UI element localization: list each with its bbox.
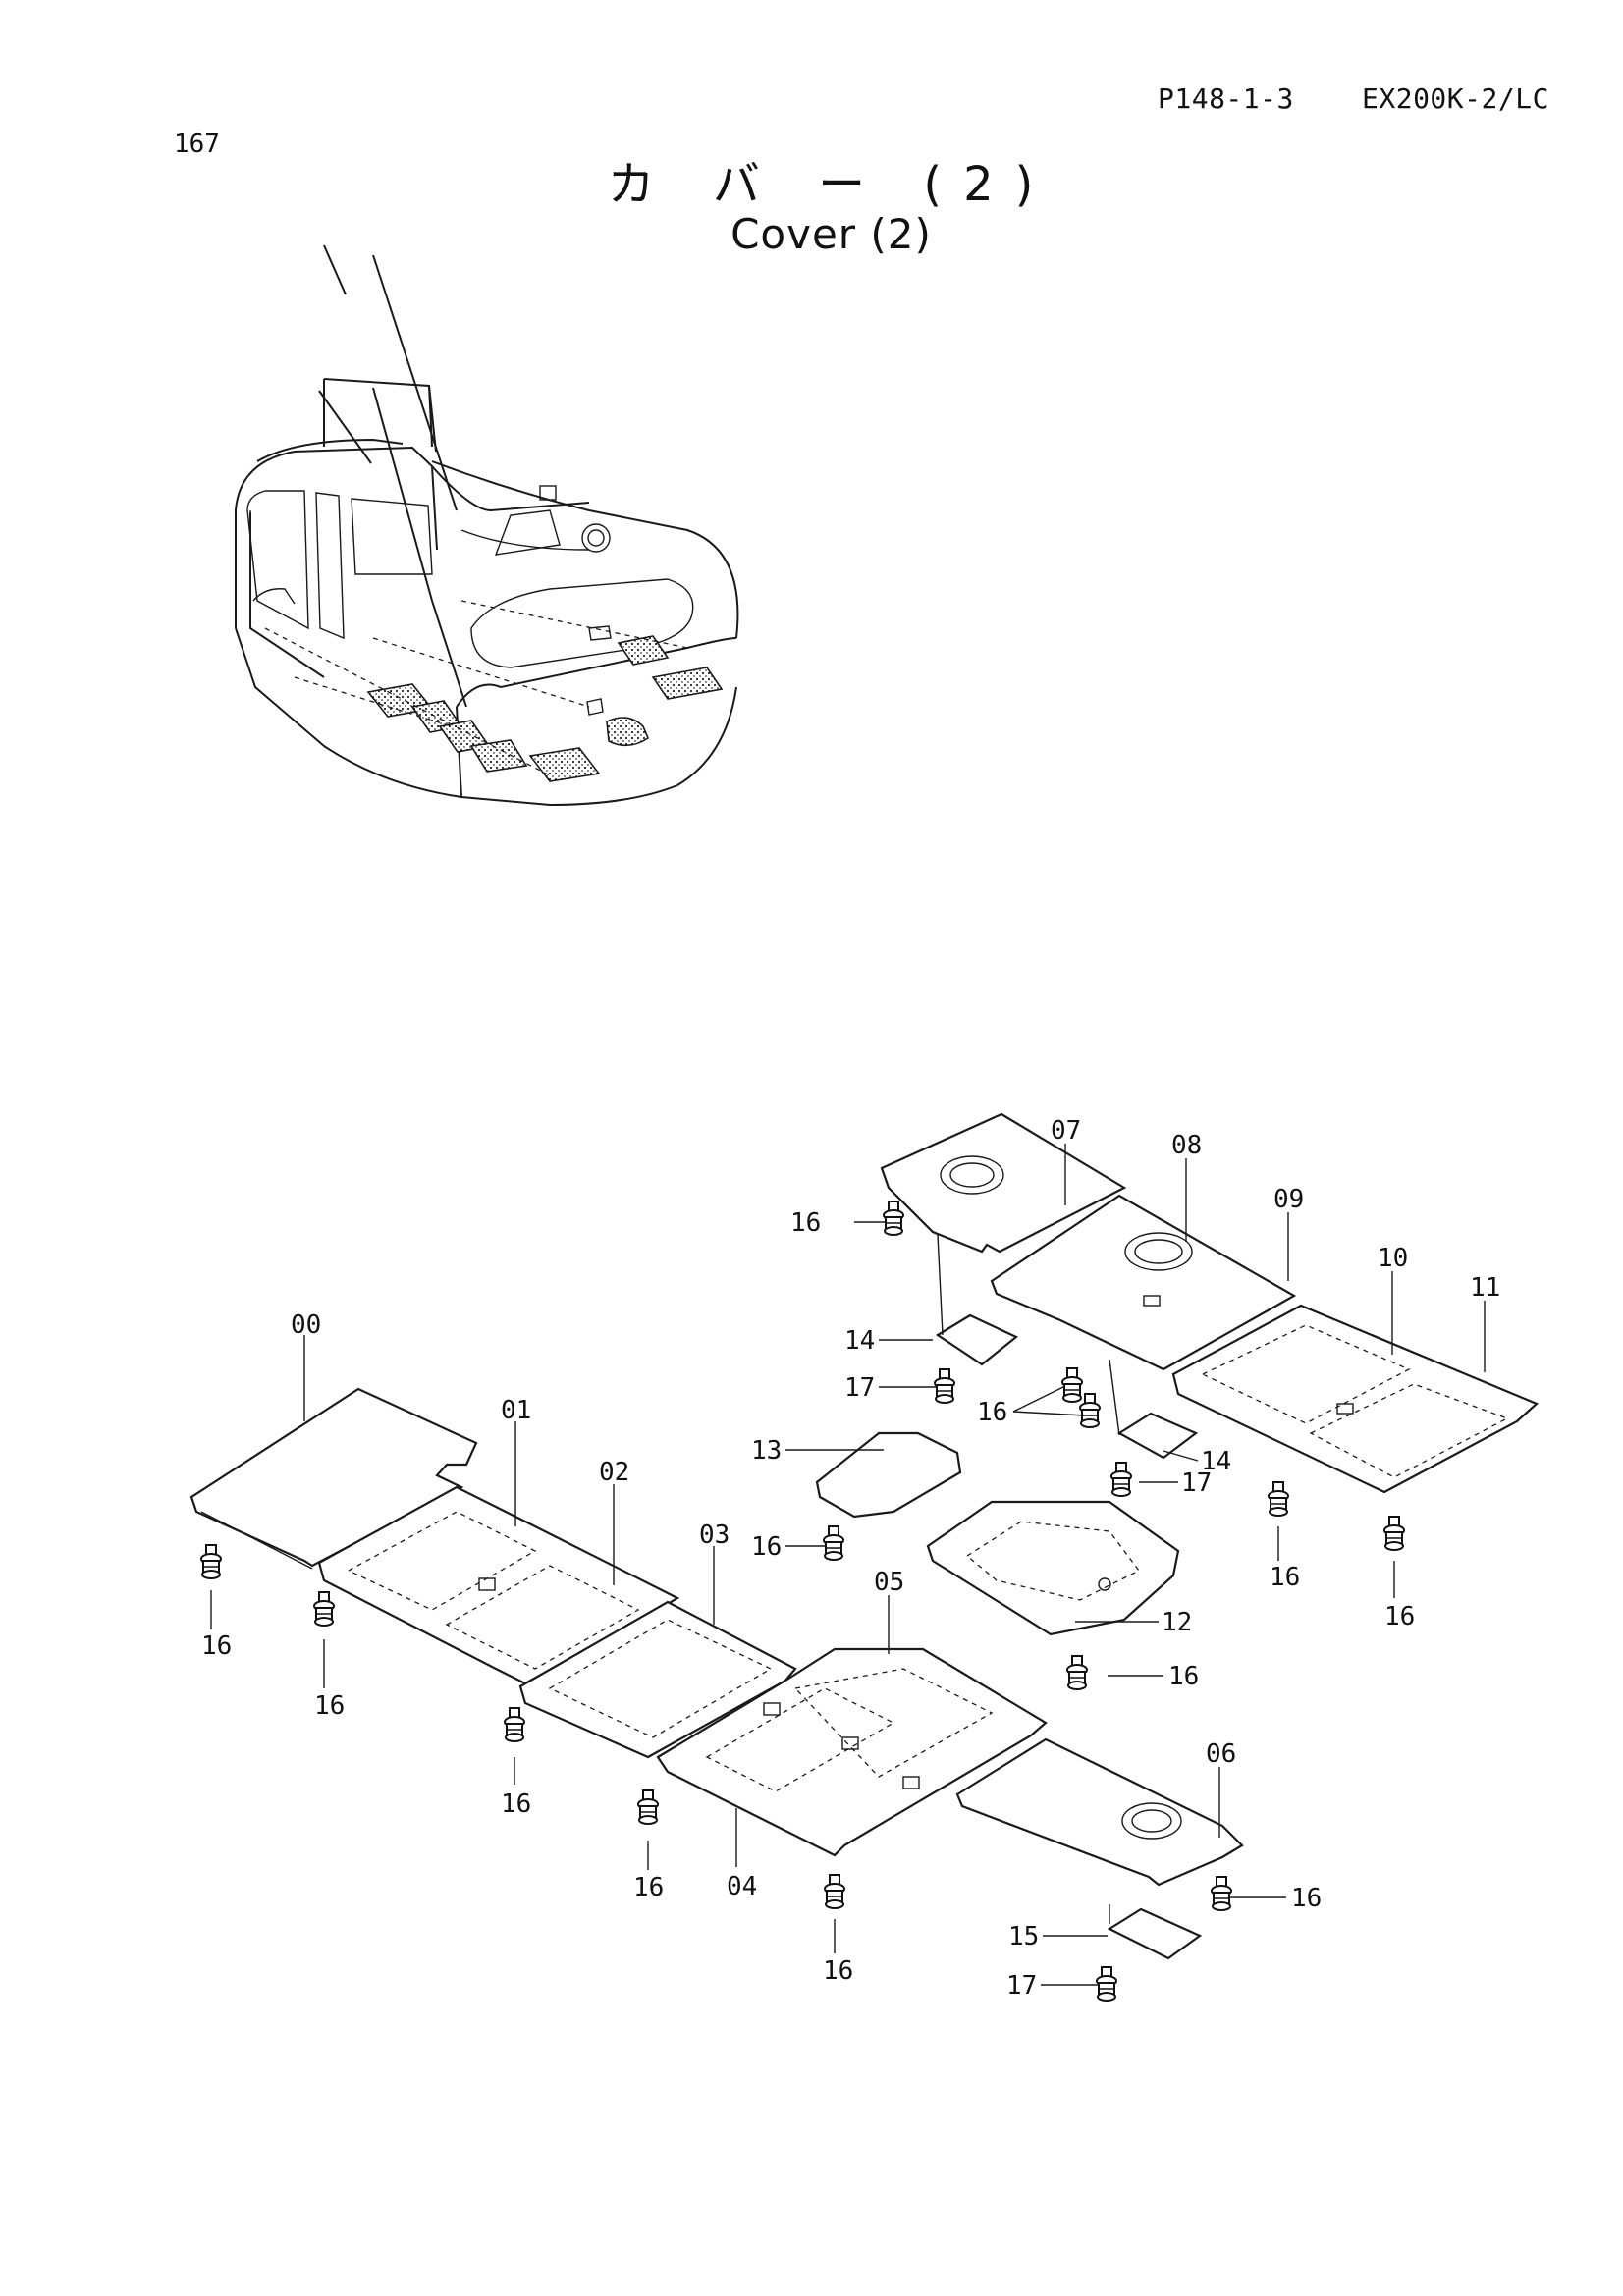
bolt-icon	[1211, 1876, 1232, 1911]
cover-plates	[189, 1112, 1540, 1960]
cover-plate-15	[1107, 1907, 1203, 1960]
bolt-icon	[637, 1789, 659, 1825]
bolt-icon	[313, 1591, 335, 1627]
excavator-overview	[235, 244, 739, 807]
bolt-icon	[934, 1368, 955, 1404]
callout-10: 10	[1378, 1244, 1408, 1273]
cover-plate-07	[880, 1112, 1127, 1254]
callout-05: 05	[874, 1568, 904, 1597]
cover-plate-13	[815, 1431, 962, 1519]
callout-16c: 16	[314, 1691, 345, 1721]
callout-14b: 14	[1201, 1447, 1231, 1476]
bolt-icon	[1061, 1367, 1083, 1403]
bolt-icon	[1268, 1481, 1289, 1517]
page-number: 167	[174, 130, 220, 159]
bolt-icon	[1383, 1516, 1405, 1551]
cover-plate-10-11	[1171, 1304, 1540, 1494]
leader-lines	[210, 1144, 1486, 1986]
callout-16l: 16	[977, 1398, 1007, 1427]
callout-16h: 16	[1168, 1662, 1199, 1691]
title-japanese: カ バ ー (2)	[607, 157, 1055, 212]
callout-03: 03	[699, 1521, 730, 1550]
callout-13: 13	[751, 1436, 782, 1466]
callout-06: 06	[1206, 1739, 1236, 1769]
callout-17b: 17	[1181, 1468, 1212, 1498]
callout-01: 01	[501, 1396, 531, 1425]
callout-15: 15	[1008, 1922, 1039, 1951]
callout-16d: 16	[501, 1789, 531, 1819]
callout-labels: 00 01 02 03 04 05 06 07 08 09 10 11 12 1…	[201, 1116, 1500, 2001]
cover-plate-14b	[1116, 1412, 1199, 1460]
callout-08: 08	[1171, 1131, 1202, 1160]
callout-17c: 17	[1006, 1971, 1037, 2001]
callout-16f: 16	[823, 1956, 853, 1986]
callout-16k: 16	[1384, 1602, 1415, 1631]
callout-16j: 16	[1270, 1563, 1300, 1592]
cover-plate-14a	[935, 1313, 1019, 1366]
bolt-icon	[1079, 1393, 1101, 1428]
callout-16b: 16	[201, 1631, 232, 1661]
callout-17a: 17	[844, 1373, 875, 1403]
title-english: Cover (2)	[730, 210, 932, 258]
bolt-icon	[883, 1201, 904, 1236]
callout-07: 07	[1051, 1116, 1081, 1146]
callout-04: 04	[727, 1872, 757, 1901]
cover-plate-08-09	[990, 1194, 1297, 1371]
callout-16g: 16	[751, 1532, 782, 1562]
bolt-icon	[504, 1707, 525, 1742]
cover-plate-00	[189, 1387, 478, 1568]
bolt-icon	[823, 1525, 844, 1561]
bolt-icon	[1066, 1655, 1088, 1690]
bolt-icon	[1096, 1966, 1117, 2002]
bolt-icon	[200, 1544, 222, 1579]
cover-plate-12	[926, 1500, 1180, 1636]
cover-plate-06	[955, 1737, 1244, 1887]
callout-02: 02	[599, 1458, 629, 1487]
part-code: P148-1-3	[1158, 82, 1294, 115]
callout-00: 00	[291, 1310, 321, 1340]
bolt-icon	[824, 1874, 845, 1909]
bolt-icon	[1110, 1462, 1132, 1497]
model-number: EX200K-2/LC	[1362, 82, 1549, 115]
callout-14a: 14	[844, 1326, 875, 1356]
callout-16e: 16	[633, 1873, 664, 1902]
callout-16a: 16	[790, 1208, 821, 1238]
callout-12: 12	[1162, 1608, 1192, 1637]
callout-16i: 16	[1291, 1884, 1322, 1913]
callout-11: 11	[1470, 1273, 1500, 1303]
callout-09: 09	[1273, 1185, 1304, 1214]
cover-plate-04-05	[656, 1647, 1048, 1857]
